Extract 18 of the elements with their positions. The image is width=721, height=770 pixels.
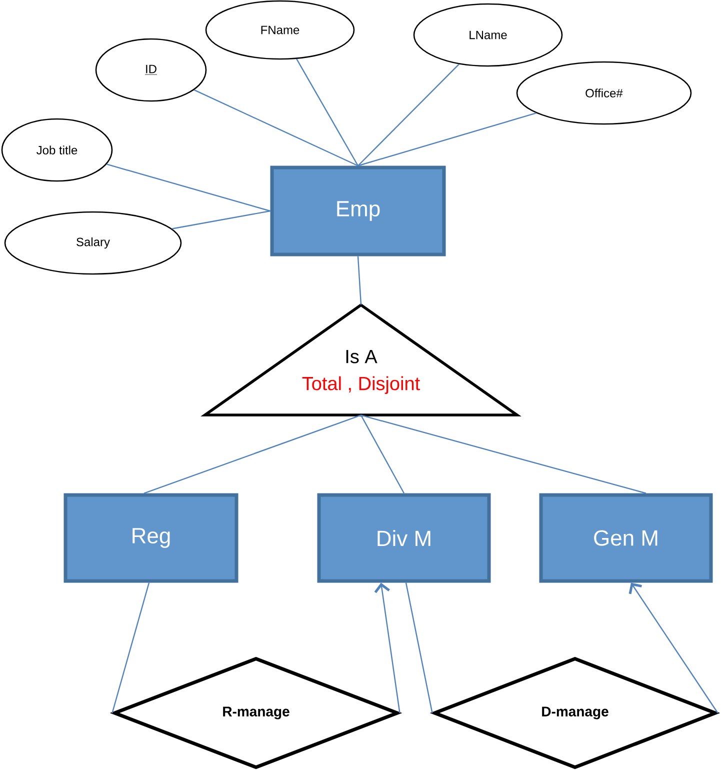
connector-line [112,582,150,714]
connector-line [358,64,460,166]
connector-line [296,58,359,166]
entity-box: Gen M [539,493,713,583]
connector-line [358,112,536,166]
entity-box: Reg [64,493,238,583]
connector-line [360,414,405,494]
connector-line [144,414,362,494]
connector-line [405,582,433,714]
entity-box: Emp [270,166,446,256]
connector-line [106,164,270,212]
connector-line [194,89,358,166]
connector-line [374,582,400,714]
connector-line [357,256,362,305]
entity-box: Div M [317,493,491,583]
connector-line [360,414,646,494]
connector-line [628,582,718,714]
connector-line [172,210,270,230]
